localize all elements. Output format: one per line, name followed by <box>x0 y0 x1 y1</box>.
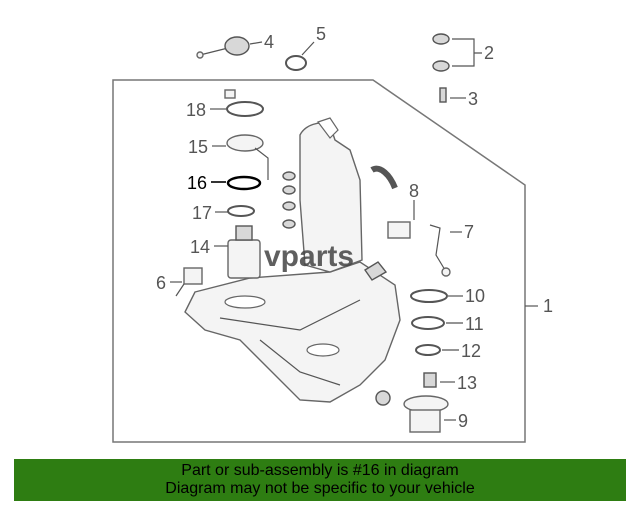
part-14-fuel-pump: 14 <box>190 225 261 279</box>
watermark-logo: vparts <box>264 240 354 273</box>
part-8-valve: 8 <box>370 165 419 239</box>
callout-12: 12 <box>461 341 481 361</box>
part-17-o-ring: 17 <box>192 203 255 223</box>
part-10-ring: 10 <box>410 286 485 306</box>
part-2-bushings: 2 <box>432 33 494 72</box>
callout-16: 16 <box>187 173 207 193</box>
callout-6: 6 <box>156 273 166 293</box>
grommets <box>282 171 296 229</box>
callout-17: 17 <box>192 203 212 223</box>
part-11-ring: 11 <box>411 314 484 334</box>
callout-14: 14 <box>190 237 210 257</box>
callout-15: 15 <box>188 137 208 157</box>
callout-7: 7 <box>464 222 474 242</box>
fuel-tank <box>184 117 401 403</box>
callout-13: 13 <box>457 373 477 393</box>
info-banner: Part or sub-assembly is #16 in diagram D… <box>14 459 626 501</box>
part-1-tank-callout: 1 <box>525 296 553 316</box>
part-4-fuel-cap: 4 <box>196 32 274 59</box>
callout-8: 8 <box>409 181 419 201</box>
callout-10: 10 <box>465 286 485 306</box>
callout-4: 4 <box>264 32 274 52</box>
part-6-sender: 6 <box>156 267 203 297</box>
cap-icon <box>375 390 391 406</box>
banner-line-2: Diagram may not be specific to your vehi… <box>165 480 475 497</box>
part-13-connector: 13 <box>423 372 477 393</box>
part-5-ring: 5 <box>285 24 326 71</box>
callout-1: 1 <box>543 296 553 316</box>
part-7-sensor: 7 <box>429 222 474 277</box>
callout-18: 18 <box>186 100 206 120</box>
callout-9: 9 <box>458 411 468 431</box>
part-18-seal: 18 <box>186 89 264 120</box>
callout-5: 5 <box>316 24 326 44</box>
part-9-filter: 9 <box>403 395 468 433</box>
callout-2: 2 <box>484 43 494 63</box>
part-12-ring: 12 <box>415 341 481 361</box>
parts-diagram: 4 5 2 3 18 15 16 <box>112 24 553 443</box>
callout-3: 3 <box>468 89 478 109</box>
part-15-cover: 15 <box>188 134 269 180</box>
callout-11: 11 <box>465 314 484 334</box>
part-3-bolt: 3 <box>439 87 478 109</box>
part-16-gasket: 16 <box>187 173 262 193</box>
banner-line-1: Part or sub-assembly is #16 in diagram <box>181 462 459 479</box>
assembly-frame <box>112 79 526 443</box>
